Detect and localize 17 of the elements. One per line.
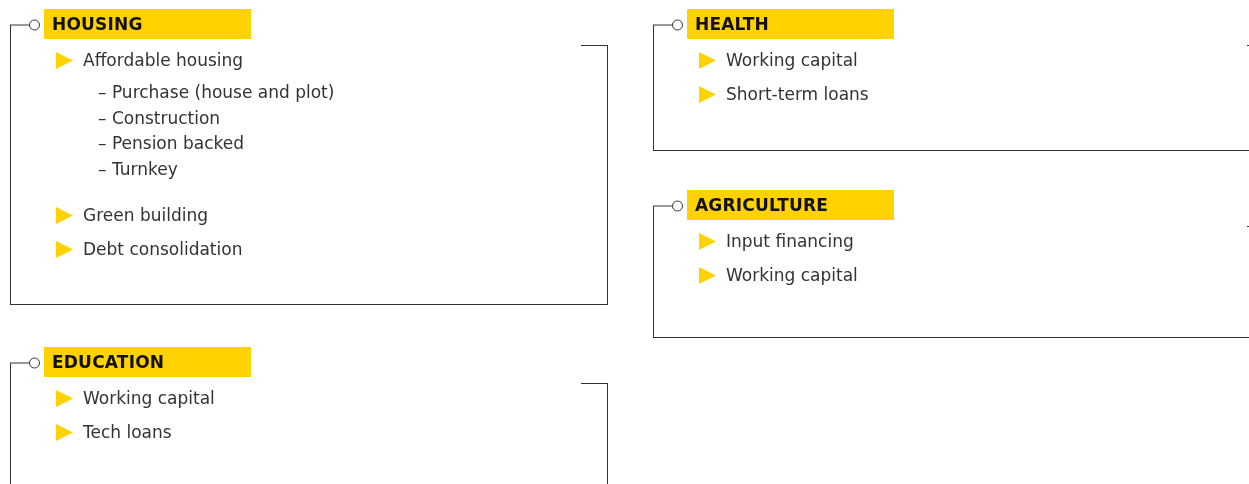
list-item-text: Short-term loans	[726, 84, 869, 104]
section-heading: AGRICULTURE	[687, 190, 894, 220]
list-item-text: Debt consolidation	[83, 239, 243, 259]
sub-item-text: – Construction	[98, 108, 221, 128]
section-heading: HOUSING	[44, 9, 251, 39]
list-item-text: Affordable housing	[83, 50, 244, 70]
list-item-text: Working capital	[726, 50, 858, 70]
section-heading: EDUCATION	[44, 347, 251, 377]
list-item-text: Input financing	[726, 231, 854, 251]
list-item-text: Working capital	[83, 388, 215, 408]
list-item-text: Working capital	[726, 265, 858, 285]
section-heading: HEALTH	[687, 9, 894, 39]
sub-item-text: – Turnkey	[98, 159, 178, 179]
sub-item-text: – Purchase (house and plot)	[98, 82, 335, 102]
list-item-text: Green building	[83, 205, 208, 225]
sub-item-text: – Pension backed	[98, 133, 244, 153]
list-item-text: Tech loans	[83, 422, 172, 442]
